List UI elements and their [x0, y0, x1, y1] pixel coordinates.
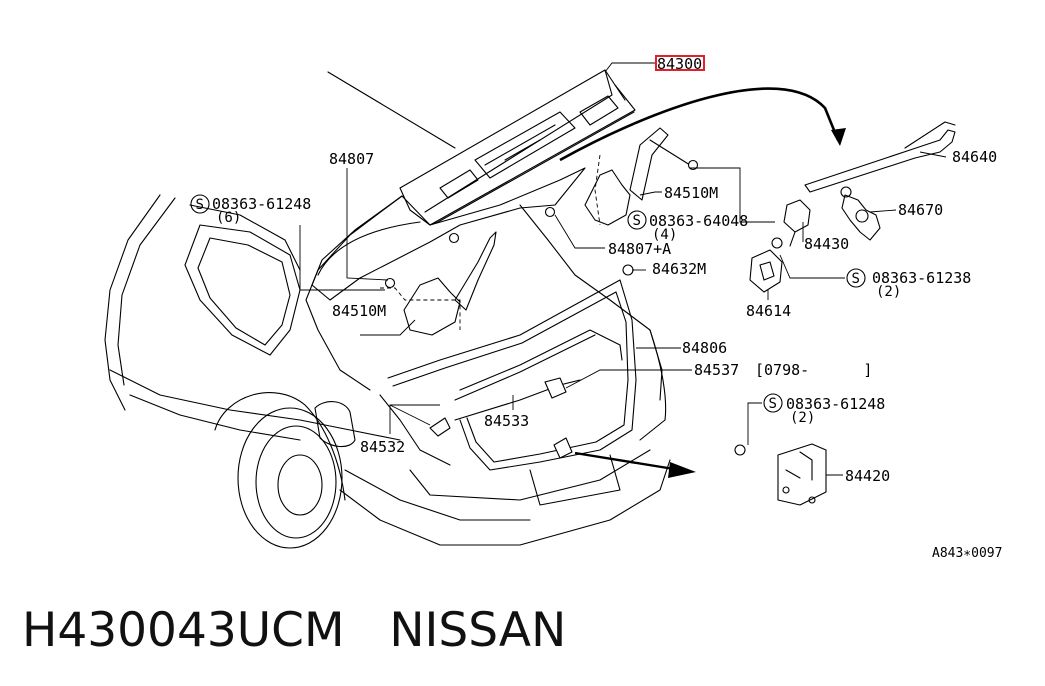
reference-arrow-lower: [574, 451, 681, 472]
holder-clip: [840, 186, 881, 241]
label-84807a: 84807+A: [608, 240, 671, 258]
label-bolt-64048: 08363-64048: [649, 212, 748, 230]
label-84807: 84807: [329, 150, 374, 168]
label-84806: 84806: [682, 339, 727, 357]
label-bolt-61248-a: 08363-61248: [212, 195, 311, 213]
s-marks: [190, 194, 866, 413]
leader-lines: [299, 62, 947, 476]
car-body: [104, 71, 671, 549]
footer-caption: H430043UCM NISSAN: [22, 598, 566, 662]
arrow-head-lower: [668, 462, 696, 478]
trunk-lid: [311, 69, 636, 301]
striker-cover: [749, 249, 783, 293]
s-mark-1: S: [196, 197, 204, 213]
label-bolt-61248-b: 08363-61248: [786, 395, 885, 413]
footer-spacer: [345, 603, 390, 658]
label-bolt-61248-b-qty: (2): [790, 410, 815, 426]
stay-rod: [804, 121, 956, 193]
highlight-box: [655, 55, 705, 71]
parts-diagram: S S S S 84300 84640 84807 08363-61248 (6…: [104, 55, 1002, 561]
label-84533: 84533: [484, 412, 529, 430]
label-84537: 84537: [694, 361, 739, 379]
label-84670: 84670: [898, 201, 943, 219]
figure-reference: A843∗0097: [932, 546, 1002, 561]
label-84537-range: [0798- ]: [755, 361, 872, 379]
hinge-left: [403, 231, 497, 336]
label-84614: 84614: [746, 302, 791, 320]
label-bolt-64048-qty: (4): [652, 227, 677, 243]
label-bolt-61238: 08363-61238: [872, 269, 971, 287]
striker: [777, 443, 827, 506]
s-mark-3: S: [852, 271, 860, 287]
label-84430: 84430: [804, 235, 849, 253]
label-84510m-right: 84510M: [664, 184, 718, 202]
label-84420: 84420: [845, 467, 890, 485]
label-84300: 84300: [657, 55, 702, 73]
label-84640: 84640: [952, 148, 997, 166]
hinge-right: [584, 127, 691, 226]
weatherstrip: [387, 279, 637, 471]
bolts: [384, 159, 746, 456]
label-bolt-61238-qty: (2): [876, 284, 901, 300]
label-84632m: 84632M: [652, 260, 706, 278]
footer-brand: NISSAN: [389, 602, 567, 658]
footer-part-number: H430043UCM: [22, 602, 345, 658]
label-84510m-left: 84510M: [332, 302, 386, 320]
label-bolt-61248-a-qty: (6): [216, 210, 241, 226]
s-mark-4: S: [769, 396, 777, 412]
lock-assy: [771, 199, 811, 249]
reference-arrow-upper: [559, 87, 840, 162]
latch: [553, 437, 573, 459]
arrow-head-upper: [831, 128, 846, 146]
s-mark-2: S: [633, 213, 641, 229]
label-84532: 84532: [360, 438, 405, 456]
